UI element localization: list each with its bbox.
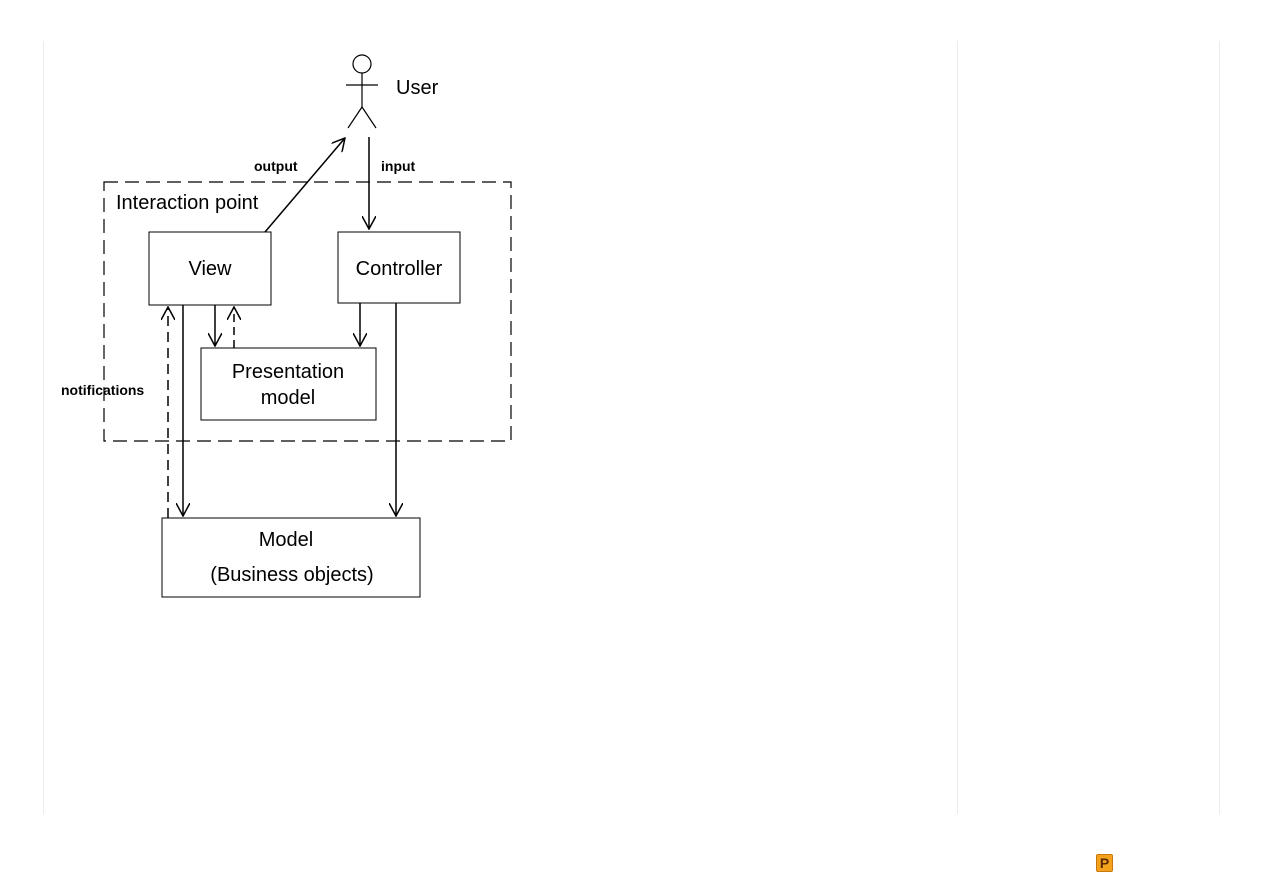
model-label-line1: Model — [259, 529, 313, 551]
input-label: input — [381, 158, 416, 174]
presentation-model-label-line1: Presentation — [232, 361, 344, 383]
output-label: output — [254, 158, 298, 174]
p-badge-letter: P — [1099, 855, 1110, 871]
model-box — [161, 517, 421, 598]
controller-label: Controller — [356, 258, 443, 280]
right-divider — [957, 41, 958, 814]
presentation-model-label-line2: model — [261, 387, 315, 409]
controller-box — [337, 231, 461, 304]
presentation-model-box — [200, 347, 377, 421]
left-divider — [43, 41, 44, 814]
p-badge-icon[interactable]: P — [1096, 854, 1113, 872]
interaction-point-group — [103, 181, 512, 442]
view-label: View — [189, 258, 233, 280]
model-label-line2: (Business objects) — [210, 564, 373, 586]
view-box — [148, 231, 272, 306]
user-actor-icon — [346, 54, 378, 129]
output-arrow — [264, 138, 345, 233]
far-right-divider — [1219, 41, 1220, 814]
user-label: User — [396, 77, 439, 99]
notifications-label: notifications — [61, 382, 144, 398]
mvc-diagram: User Interaction point View Controller P… — [61, 54, 512, 598]
interaction-point-label: Interaction point — [116, 192, 259, 214]
